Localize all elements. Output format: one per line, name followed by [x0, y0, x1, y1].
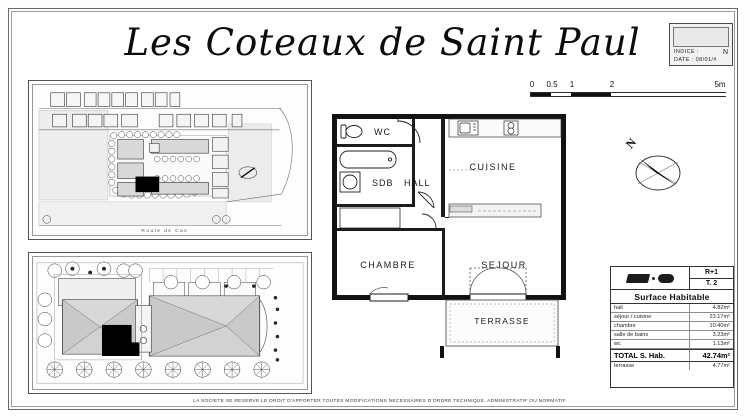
room-wc: WC [337, 119, 412, 144]
row-name: salle de bains [614, 332, 649, 338]
floor-plan[interactable]: WC SDB HALL [328, 108, 578, 370]
row-name: hall [614, 305, 623, 311]
date-value: 08/01/# [695, 57, 717, 63]
apartment-type: T. 2 [705, 280, 718, 288]
surface-table-header: R+1 T. 2 [611, 267, 733, 290]
site-plan-overview-canvas: Route de Cas [32, 84, 308, 236]
table-row-total: TOTAL S. Hab. 42.74m² [611, 349, 733, 362]
room-hall: HALL [397, 119, 477, 259]
indice-block: INDICE : DATE : 08/01/# N [669, 23, 733, 66]
site-plan-building[interactable] [28, 252, 312, 394]
scale-tick-end: 5m [714, 80, 726, 89]
compass-rose: N [623, 135, 687, 202]
row-area: 1.13m² [689, 340, 733, 348]
scale-tick-0: 0 [529, 80, 535, 89]
total-area: 42.74m² [689, 350, 733, 361]
table-row: wc 1.13m² [611, 340, 733, 349]
row-area: 4.77m² [689, 362, 733, 370]
room-label-wc: WC [374, 127, 391, 137]
indice-graphic-bar [673, 27, 729, 47]
date-label: DATE : [674, 57, 694, 63]
row-area: 23.17m² [689, 313, 733, 321]
row-area: 3.23m² [689, 331, 733, 339]
page-title: Les Coteaux de Saint Paul [124, 21, 641, 64]
scale-tick-1: 1 [569, 80, 575, 89]
indice-label: INDICE : [674, 49, 699, 55]
table-row: séjour / cuisine 23.17m² [611, 313, 733, 322]
room-label-hall: HALL [404, 178, 431, 188]
total-label: TOTAL S. Hab. [614, 351, 665, 360]
scale-tick-2: 2 [609, 80, 615, 89]
row-area: 10.40m² [689, 322, 733, 330]
scale-tick-labels: 0 0.5 1 2 5m [530, 80, 730, 91]
unit-type-column: R+1 T. 2 [689, 267, 733, 289]
table-row: salle de bains 3.23m² [611, 331, 733, 340]
room-sejour: SEJOUR [445, 231, 561, 302]
surface-table[interactable]: R+1 T. 2 Surface Habitable hall 4.82m² s… [610, 266, 734, 388]
room-chambre: CHAMBRE [337, 207, 442, 302]
row-name: terrasse [614, 363, 635, 369]
room-label-chambre: CHAMBRE [360, 260, 416, 270]
room-cuisine: CUISINE [445, 118, 562, 218]
row-name: chambre [614, 323, 636, 329]
compass-icon [635, 155, 681, 191]
row-name: séjour / cuisine [614, 314, 652, 320]
room-label-terrasse: TERRASSE [474, 316, 529, 326]
table-row: chambre 10.40m² [611, 322, 733, 331]
site-plan-overview[interactable]: Route de Cas [28, 80, 312, 240]
floor-plan-canvas: WC SDB HALL [328, 108, 578, 370]
scale-bar: 0 0.5 1 2 5m [530, 80, 730, 104]
room-sdb: SDB [337, 147, 412, 204]
date-label-value: DATE : 08/01/# [674, 57, 717, 63]
legal-disclaimer: LA SOCIETE SE RESERVE LE DROIT D'APPORTE… [193, 399, 567, 404]
table-row: hall 4.82m² [611, 304, 733, 313]
building-level: R+1 [690, 267, 733, 279]
scale-bar-graphic [530, 92, 727, 97]
site-north-icon [238, 166, 258, 179]
svg-text:Route de Cas: Route de Cas [141, 228, 188, 234]
room-label-sejour: SEJOUR [481, 260, 527, 270]
company-logo [611, 267, 689, 289]
room-label-cuisine: CUISINE [469, 162, 516, 172]
site-plan-building-canvas [32, 256, 308, 390]
table-row-terrasse: terrasse 4.77m² [611, 362, 733, 370]
room-terrasse: TERRASSE [445, 299, 559, 347]
room-label-sdb: SDB [372, 178, 394, 188]
row-area: 4.82m² [689, 304, 733, 312]
indice-corner-mark: N [722, 49, 728, 56]
highlighted-unit [135, 176, 160, 193]
scale-tick-05: 0.5 [546, 80, 558, 89]
surface-table-title: Surface Habitable [611, 290, 733, 304]
row-name: wc [614, 341, 621, 347]
